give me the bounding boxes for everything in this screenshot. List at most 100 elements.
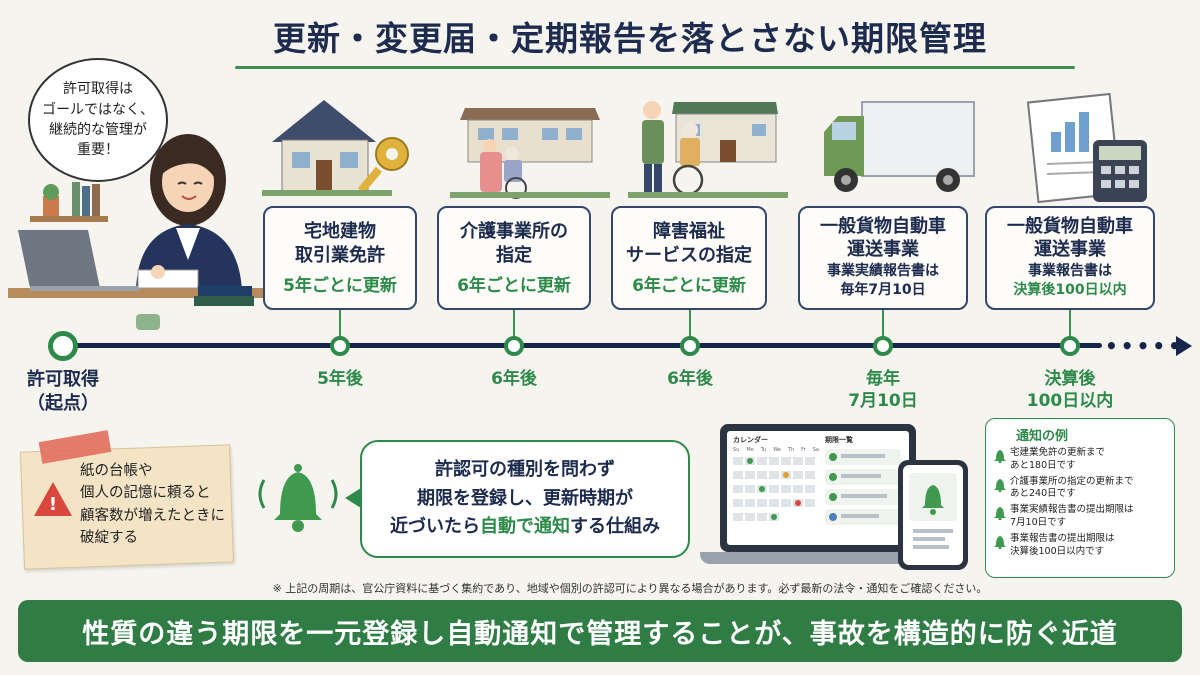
weekday: Fr [801, 447, 806, 453]
timeline-label-line: 100日以内 [1026, 391, 1114, 412]
notification-line: 7月10日です [1010, 517, 1067, 529]
notification-line: あと180日です [1010, 459, 1076, 471]
notification-text: 宅建業免許の更新まで あと180日です [1010, 447, 1105, 473]
center-bubble-tail [345, 488, 361, 508]
calendar-grid [733, 457, 815, 521]
bell-icon [994, 478, 1006, 492]
deadline-list [825, 449, 901, 525]
notification-examples-title: 通知の例 [1016, 429, 1069, 444]
timeline-label: 6年後 [491, 369, 537, 389]
timeline-node [330, 336, 350, 356]
weekday: Tu [760, 447, 767, 453]
connector-line [882, 310, 884, 340]
notification-line: 決算後100日以内です [1010, 545, 1105, 557]
notification-examples-panel: 通知の例 宅建業免許の更新まで あと180日です 介護事業所の指定の更新まで あ… [985, 418, 1175, 578]
timeline-label: 6年後 [667, 369, 713, 389]
deadline-list-title: 期限一覧 [825, 436, 853, 444]
card-takken-license: 宅地建物 取引業免許 5年ごとに更新 [263, 206, 417, 310]
warning-text-line: 紙の台帳や [80, 463, 153, 479]
title-underline [235, 66, 1075, 69]
description-line: 近づいたら自動で通知する仕組み [390, 513, 660, 542]
notification-text: 介護事業所の指定の更新まで あと240日です [1010, 476, 1134, 502]
renewal-cycle: 6年ごとに更新 [457, 275, 571, 296]
timeline-continuation-dots: ••••• [1105, 334, 1184, 358]
start-label-line: 許可取得 [27, 369, 99, 390]
weekday: We [773, 447, 781, 453]
notification-item: 事業実績報告書の提出期限は 7月10日です [994, 504, 1166, 530]
notification-text: 事業実績報告書の提出期限は 7月10日です [1010, 504, 1134, 530]
smartphone [898, 460, 968, 570]
care-facility-illustration [450, 108, 610, 199]
card-name-line: 障害福祉 [653, 221, 725, 243]
card-name-line: 宅地建物 [304, 221, 376, 243]
card-sub-line: 事業報告書は [1028, 262, 1112, 279]
warning-text-line: 破綻する [80, 530, 138, 547]
description-line: 許認可の種別を問わず [435, 458, 615, 480]
timeline-node [1060, 336, 1080, 356]
card-name-line: サービスの指定 [626, 244, 752, 266]
renewal-cycle: 6年ごとに更新 [632, 275, 746, 296]
notification-item: 介護事業所の指定の更新まで あと240日です [994, 476, 1166, 502]
card-sub-line: 決算後100日以内 [1013, 282, 1127, 299]
warning-text: 紙の台帳や 個人の記憶に頼ると 顧客数が増えたときに 破綻する [80, 460, 230, 550]
truck-illustration [824, 101, 975, 192]
start-label-line: （起点） [27, 393, 99, 415]
card-sub-line: 毎年7月10日 [840, 282, 926, 299]
description-text: する仕組み [570, 516, 660, 538]
notification-line: 事業実績報告書の提出期限は [1010, 504, 1134, 516]
card-freight-performance-report: 一般貨物自動車 運送事業 事業実績報告書は 毎年7月10日 [798, 206, 968, 310]
timeline-label: 毎年 7月10日 [823, 368, 943, 412]
bubble-line: 許可取得は [63, 81, 133, 98]
card-name-line: 運送事業 [1034, 239, 1106, 261]
timeline-node [873, 336, 893, 356]
bell-icon [994, 507, 1006, 521]
timeline-label: 決算後 100日以内 [1010, 368, 1130, 412]
timeline-label-line: 7月10日 [848, 391, 918, 412]
notification-line: 宅建業免許の更新まで [1010, 447, 1106, 458]
timeline-node-start [48, 331, 78, 361]
description-text: 近づいたら [390, 516, 480, 538]
woman-at-desk-illustration [8, 134, 268, 330]
exclamation-icon: ! [48, 494, 58, 515]
card-name-line: 指定 [496, 244, 532, 266]
connector-line [339, 310, 341, 340]
timeline-axis [62, 343, 1102, 348]
warning-text-line: 個人の記憶に頼ると [80, 485, 211, 502]
weekday: Mo [746, 447, 754, 453]
auto-notify-highlight: 自動で通知 [480, 516, 570, 538]
card-name-line: 一般貨物自動車 [1007, 216, 1133, 238]
report-and-calculator-illustration [1026, 92, 1147, 204]
notification-line: 介護事業所の指定の更新まで [1010, 475, 1134, 487]
system-description-bubble: 許認可の種別を問わず 期限を登録し、更新時期が 近づいたら自動で通知する仕組み [360, 440, 690, 558]
notification-line: あと240日です [1010, 488, 1076, 500]
notification-item: 事業報告書の提出期限は 決算後100日以内です [994, 533, 1166, 559]
card-name-line: 一般貨物自動車 [820, 216, 946, 238]
weekday: Th [787, 447, 795, 453]
house-with-key-illustration [262, 100, 409, 196]
bubble-line: 重要！ [77, 142, 119, 159]
card-freight-business-report: 一般貨物自動車 運送事業 事業報告書は 決算後100日以内 [985, 206, 1155, 310]
card-sub-line: 事業実績報告書は [827, 262, 939, 279]
timeline-label-line: 決算後 [1044, 369, 1096, 389]
warning-icon [34, 482, 72, 516]
laptop: カレンダー 期限一覧 Su Mo Tu We Th Fr Sa [720, 424, 916, 552]
speech-bubble: 許可取得は ゴールではなく、 継続的な管理が 重要！ [28, 58, 168, 182]
warning-text-line: 顧客数が増えたときに [80, 507, 225, 524]
laptop-keyboard-base [700, 552, 936, 564]
start-label: 許可取得 （起点） [8, 368, 118, 417]
timeline-arrowhead [1176, 336, 1192, 356]
connector-line [1069, 310, 1071, 340]
notification-line: 事業報告書の提出期限は [1010, 532, 1115, 544]
bubble-line: 継続的な管理が [49, 122, 147, 138]
wheelchair-facility-illustration [628, 101, 788, 198]
page-title: 更新・変更届・定期報告を落とさない期限管理 [273, 19, 987, 58]
description-line: 期限を登録し、更新時期が [417, 487, 633, 509]
weekday: Sa [812, 447, 819, 453]
laptop-screen: カレンダー 期限一覧 Su Mo Tu We Th Fr Sa [727, 431, 909, 545]
notification-item: 宅建業免許の更新まで あと180日です [994, 447, 1166, 473]
connector-line [513, 310, 515, 340]
calendar-weekdays: Su Mo Tu We Th Fr Sa [733, 447, 819, 453]
renewal-cycle: 5年ごとに更新 [283, 275, 397, 296]
card-care-facility: 介護事業所の 指定 6年ごとに更新 [437, 206, 591, 310]
bell-icon [994, 450, 1006, 463]
